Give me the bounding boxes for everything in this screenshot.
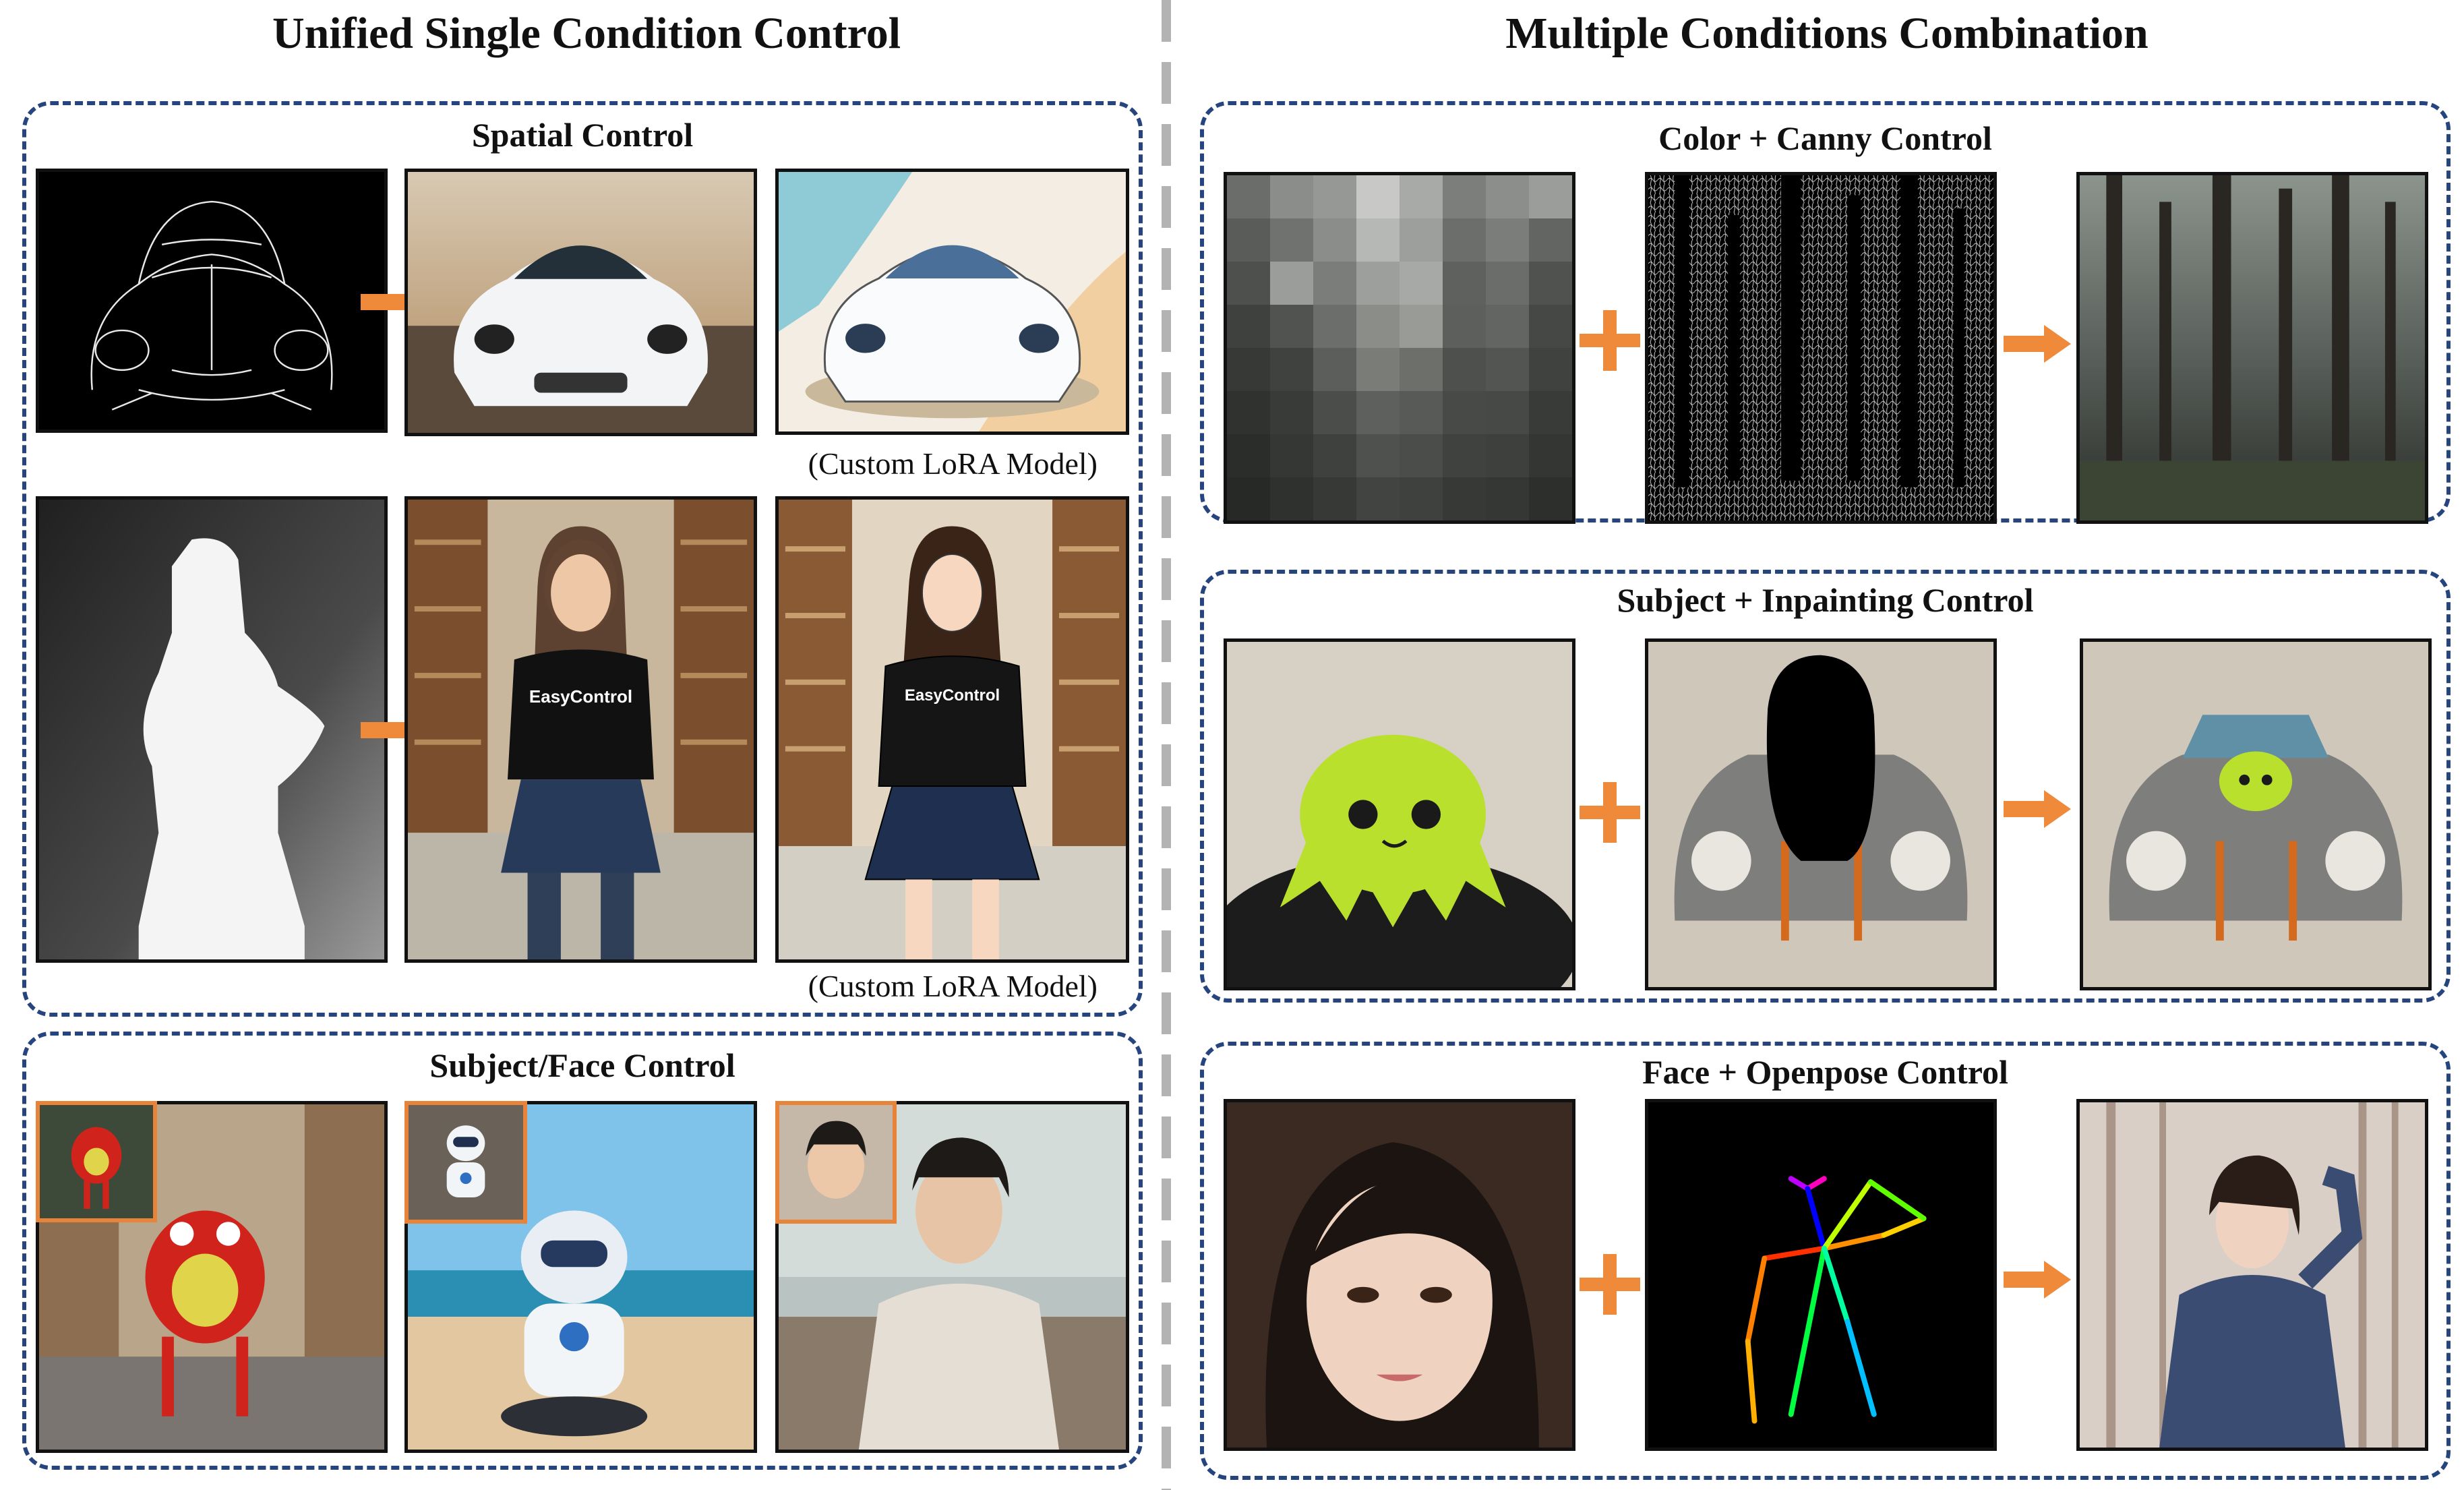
generated-forest-image: [2076, 172, 2428, 524]
arrow-right-icon: [2004, 790, 2071, 828]
lora-caption-2: (Custom LoRA Model): [808, 969, 1098, 1003]
lora-car-image: [775, 169, 1129, 435]
lora-caption-1: (Custom LoRA Model): [808, 446, 1098, 481]
color-grid-image: [1224, 172, 1575, 524]
shirt-text-photo: EasyControl: [529, 686, 633, 707]
masked-car-image: [1645, 638, 1997, 990]
photo-girl-image: [404, 496, 757, 963]
right-column-title: Multiple Conditions Combination: [1505, 9, 2149, 58]
plus-icon: [1580, 310, 1640, 371]
spatial-control-title: Spatial Control: [471, 116, 694, 154]
robot-reference-inset: [404, 1101, 527, 1224]
plush-octopus-image: [1224, 638, 1575, 990]
face-openpose-title: Face + Openpose Control: [1642, 1053, 2008, 1091]
generated-portrait-image: [2076, 1099, 2428, 1451]
color-canny-title: Color + Canny Control: [1658, 119, 1992, 157]
face-reference-inset: [775, 1101, 897, 1224]
subject-face-title: Subject/Face Control: [429, 1046, 735, 1084]
depth-map-image: [36, 496, 388, 963]
shirt-text-lora: EasyControl: [904, 686, 1000, 705]
plus-icon: [1580, 782, 1640, 843]
openpose-skeleton-image: [1645, 1099, 1997, 1451]
robot-beach-image: [404, 1101, 757, 1453]
lora-girl-image: [775, 496, 1129, 963]
subject-face-panel: [22, 1032, 1143, 1470]
arrow-right-icon: [2004, 325, 2071, 363]
face-reference-image: [1224, 1099, 1575, 1451]
arrow-right-icon: [2004, 1261, 2071, 1299]
plus-icon: [1580, 1254, 1640, 1315]
canny-car-image: [36, 169, 388, 433]
subject-inpainting-panel: [1200, 570, 2451, 1003]
left-column-title: Unified Single Condition Control: [272, 9, 901, 58]
inpainted-car-image: [2080, 638, 2432, 990]
subject-reference-inset: [36, 1101, 157, 1222]
column-divider: [1162, 0, 1171, 1490]
face-openpose-panel: [1200, 1042, 2451, 1480]
subject-inpainting-title: Subject + Inpainting Control: [1617, 581, 2034, 619]
canny-forest-image: [1645, 172, 1997, 524]
spatial-control-panel: [22, 101, 1143, 1017]
photo-car-image: [404, 169, 757, 436]
